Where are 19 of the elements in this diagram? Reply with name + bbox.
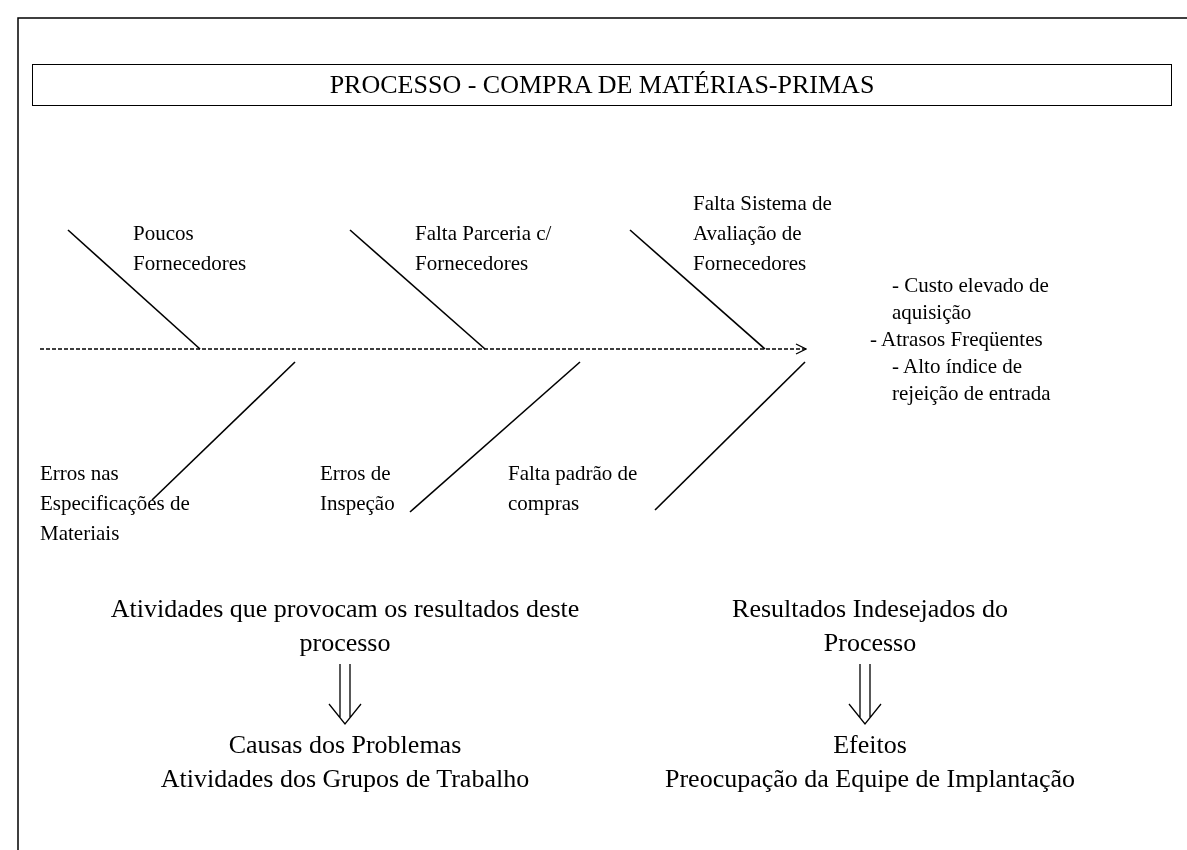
cause-label: Falta Parceria c/ Fornecedores — [415, 220, 553, 277]
cause-label: Falta Sistema de Avaliação de Fornecedores — [693, 190, 833, 277]
effect-item: - Alto índice de rejeição de entrada — [892, 353, 1052, 407]
caption-text: Causas dos Problemas — [227, 729, 463, 761]
double-arrow — [848, 663, 882, 726]
effect-item: - Atrasos Freqüentes — [870, 326, 1044, 353]
spine-arrow — [39, 343, 807, 355]
cause-label: Poucos Fornecedores — [133, 220, 248, 277]
cause-label: Erros de Inspeção — [320, 460, 396, 517]
caption-text: Atividades dos Grupos de Trabalho — [159, 763, 531, 795]
caption-text: Efeitos — [832, 729, 908, 761]
title-banner: PROCESSO - COMPRA DE MATÉRIAS-PRIMAS — [32, 64, 1172, 106]
cause-label: Erros nas Especificações de Materiais — [40, 460, 191, 547]
caption-text: Resultados Indesejados do Processo — [731, 593, 1009, 659]
double-arrow — [328, 663, 362, 726]
effect-item: - Custo elevado de aquisição — [892, 272, 1050, 326]
caption-text: Atividades que provocam os resultados deste processo — [109, 593, 581, 659]
cause-label: Falta padrão de compras — [508, 460, 639, 517]
caption-text: Preocupação da Equipe de Implantação — [663, 763, 1076, 795]
